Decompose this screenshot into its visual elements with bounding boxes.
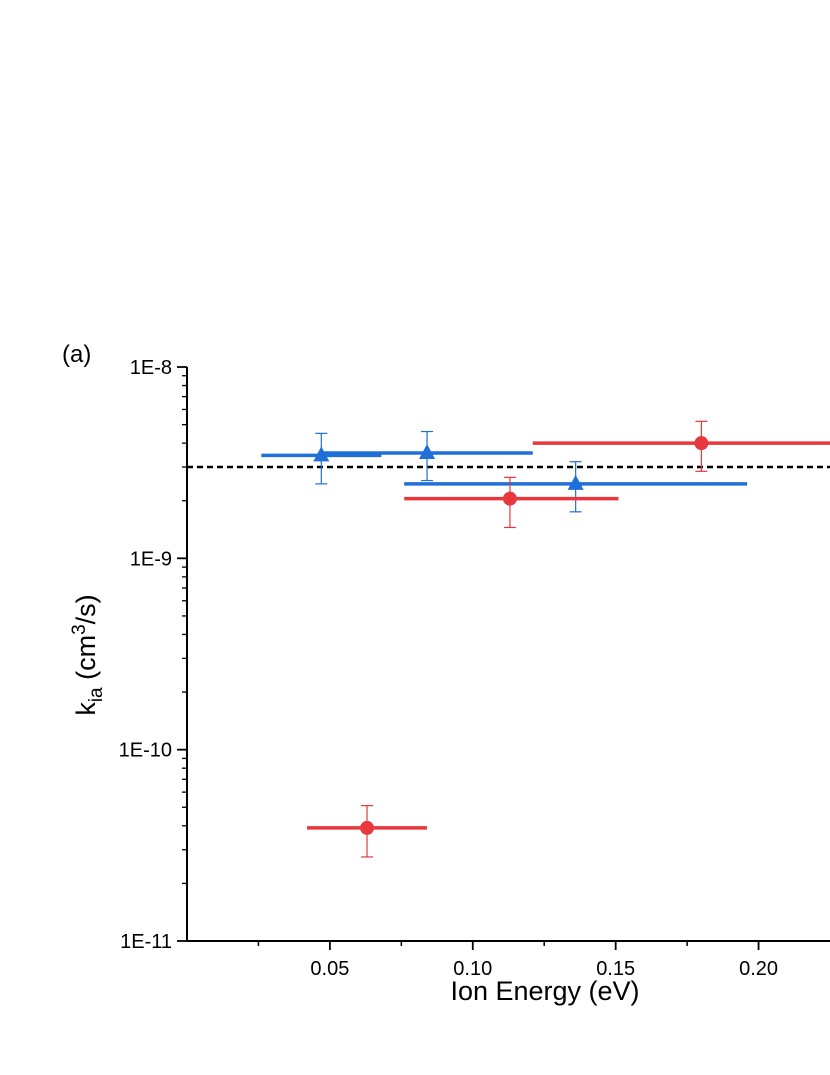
y-tick-label-3: 1E-11	[120, 931, 172, 953]
y-axis-title-unit-sup: 3	[69, 624, 90, 635]
series-0-point-1-marker	[419, 444, 436, 460]
x-tick-label-3: 0.20	[739, 958, 778, 980]
panel-label: (a)	[62, 341, 91, 368]
y-tick-label-0: 1E-8	[130, 357, 172, 379]
y-axis-title-unit-close: /s)	[71, 594, 101, 624]
axes-layer: 0.05 0.10 0.15 0.20 1E-8 1E-9 1E-10 1E-11	[119, 357, 830, 980]
x-tick-label-2: 0.15	[596, 958, 635, 980]
data-layer	[187, 420, 830, 858]
x-tick-label-1: 0.10	[453, 958, 492, 980]
y-axis-title-main: k	[71, 702, 101, 716]
series-0-point-2-marker	[567, 474, 584, 490]
y-tick-label-2: 1E-10	[119, 740, 172, 762]
x-axis-title: Ion Energy (eV)	[450, 976, 639, 1006]
series-1-point-2-marker	[694, 436, 709, 451]
series-1-point-0-marker	[360, 820, 375, 835]
y-axis-title-unit-open: (cm	[71, 635, 101, 687]
x-tick-label-0: 0.05	[310, 958, 349, 980]
y-tick-label-1: 1E-9	[130, 548, 172, 570]
y-axis-title: kia (cm3/s)	[69, 594, 107, 715]
y-axis-title-subscript: ia	[86, 687, 107, 702]
series-1-point-1-marker	[502, 491, 517, 506]
